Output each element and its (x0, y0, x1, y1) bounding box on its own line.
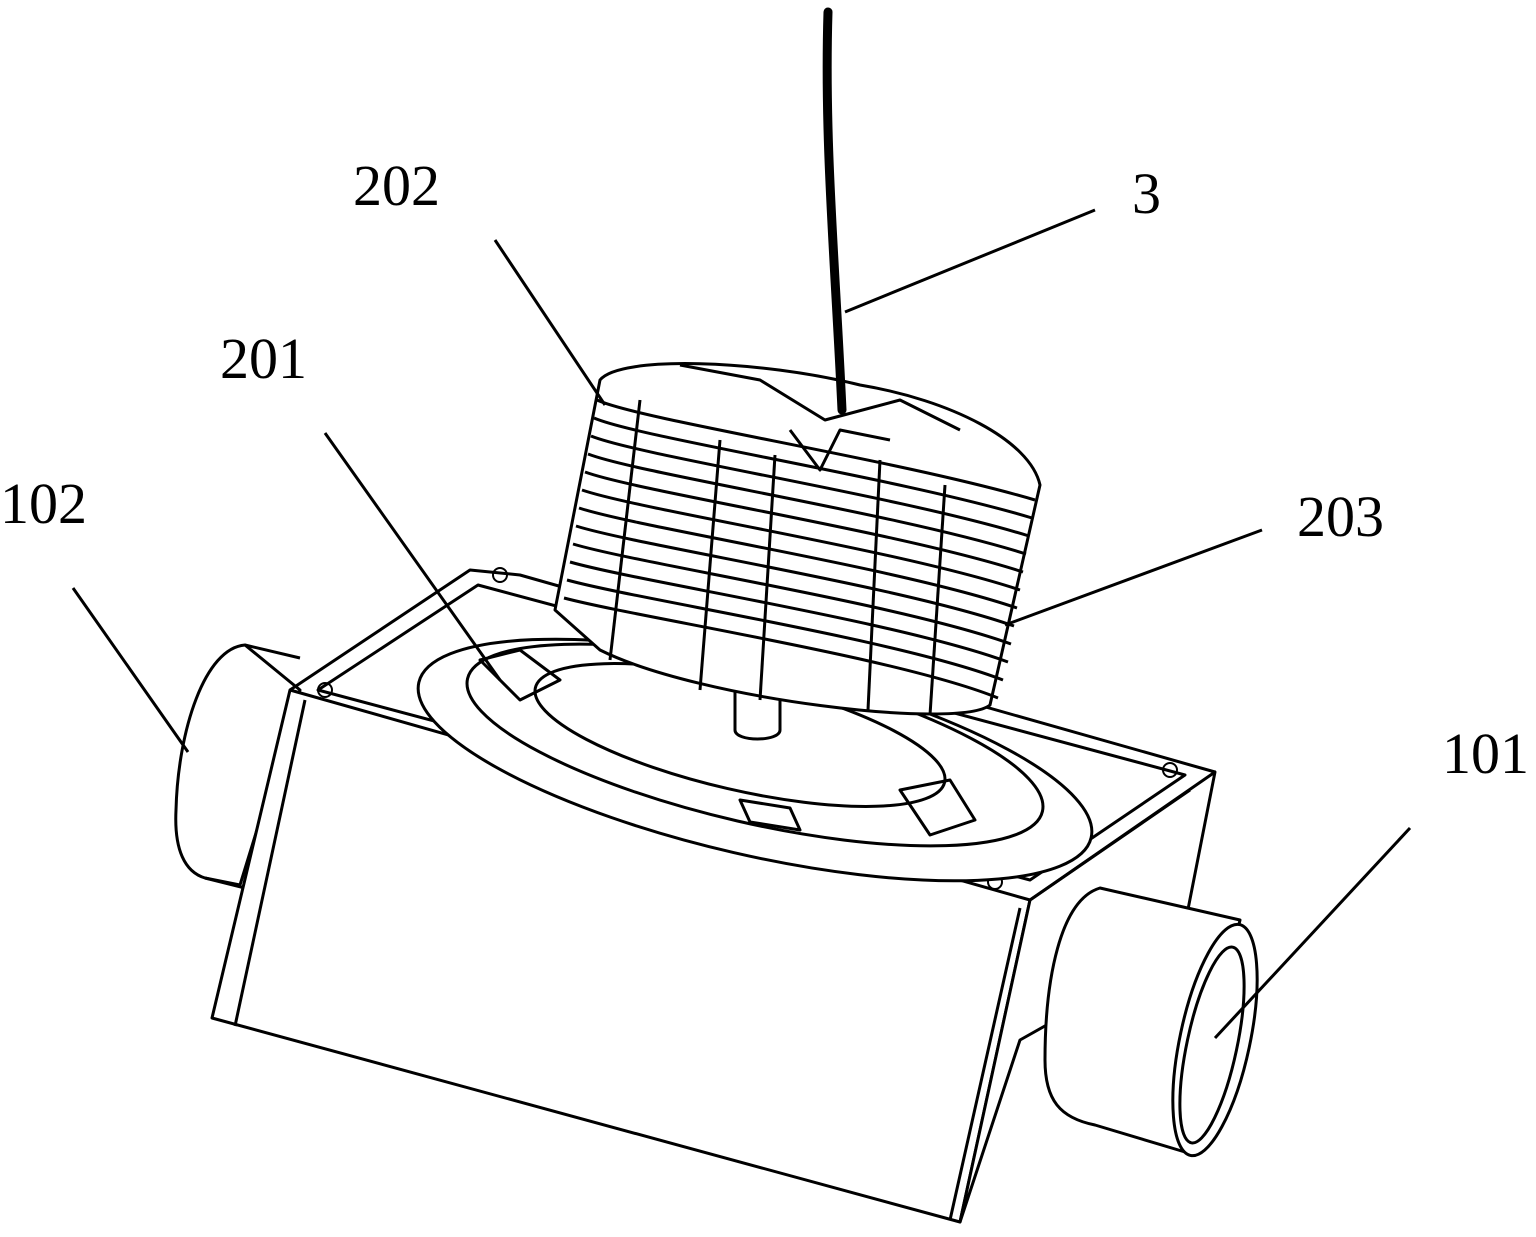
impeller-disc-201 (416, 637, 1094, 883)
leader-3 (844, 208, 1096, 314)
leader-202 (493, 239, 607, 406)
label-3: 3 (1132, 161, 1161, 226)
right-pipe-101 (1043, 886, 1259, 1158)
label-101: 101 (1442, 721, 1529, 786)
leader-201 (323, 432, 502, 681)
reference-labels: 202 3 201 102 203 101 (0, 153, 1529, 786)
label-201: 201 (220, 326, 307, 391)
label-102: 102 (0, 471, 87, 536)
leader-203 (1004, 528, 1263, 627)
cable-3 (822, 7, 847, 415)
leader-lines (71, 208, 1412, 1040)
left-pipe-102 (174, 643, 302, 890)
leader-101 (1213, 826, 1412, 1040)
leader-102 (71, 587, 190, 753)
label-203: 203 (1297, 484, 1384, 549)
coil-fins (563, 398, 1036, 700)
coil-stator (553, 362, 1042, 716)
label-202: 202 (353, 153, 440, 218)
